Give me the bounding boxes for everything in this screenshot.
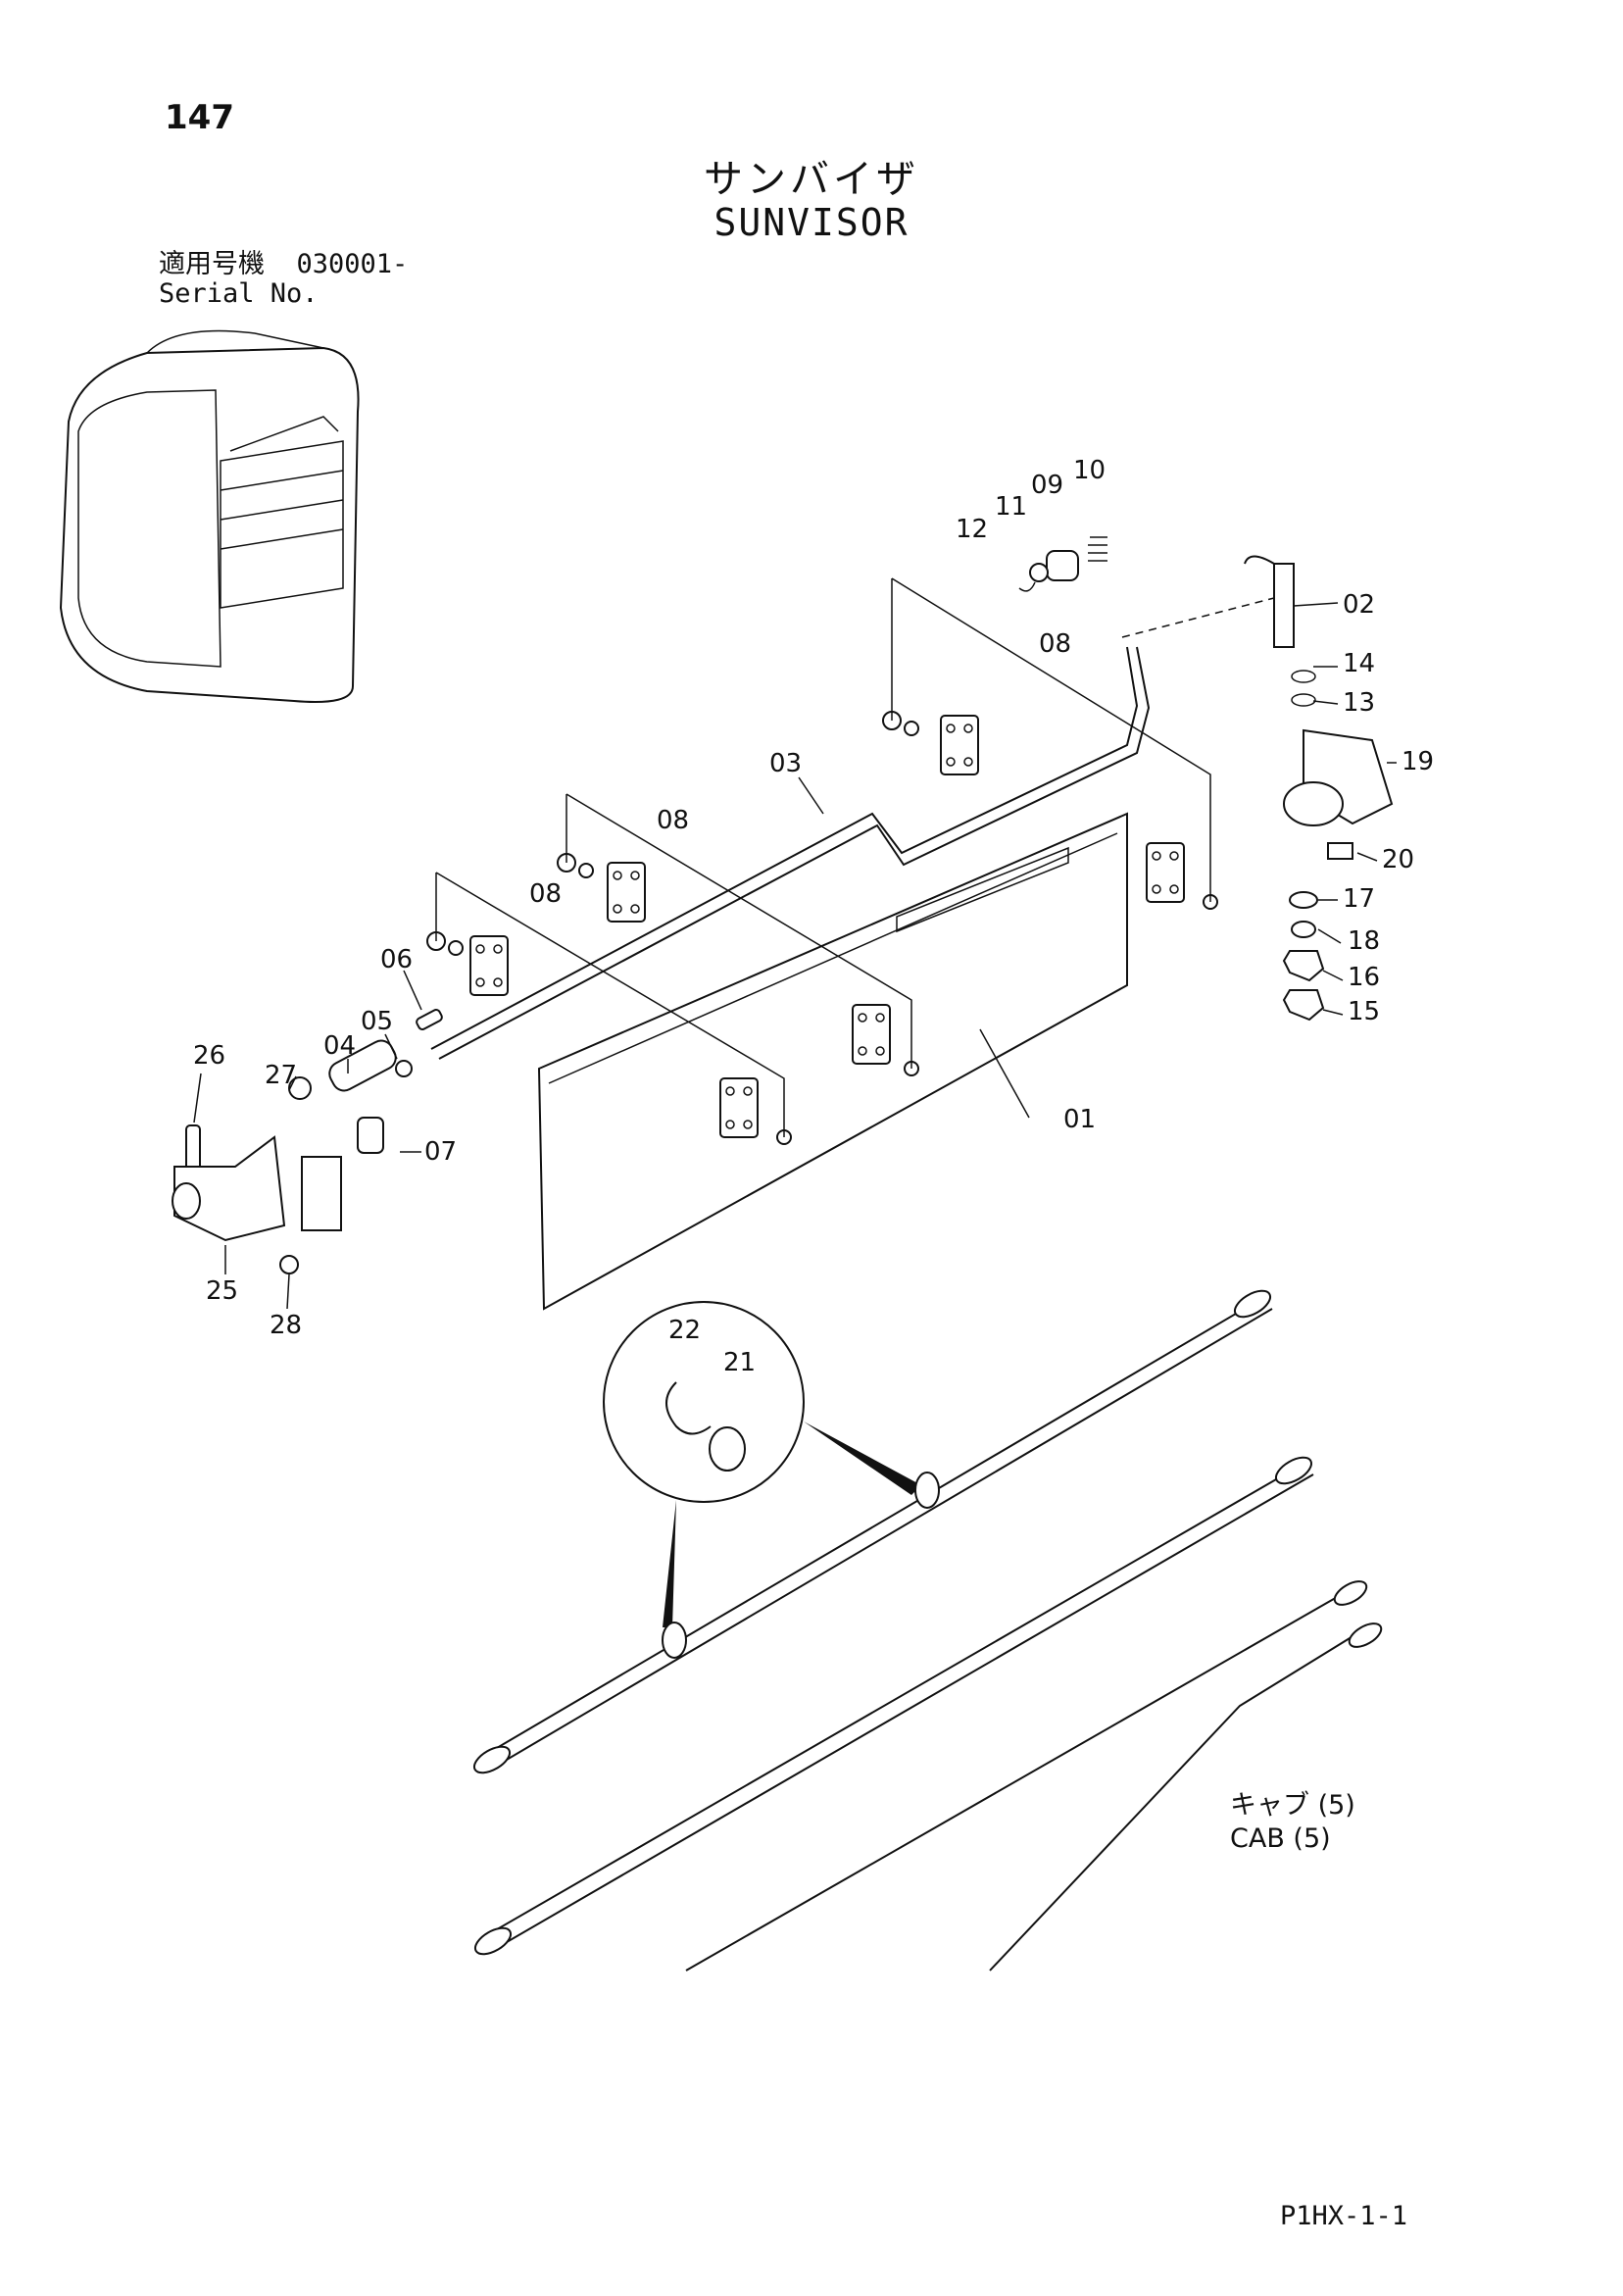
visor-panel <box>537 812 1128 1311</box>
callout-15: 15 <box>1348 997 1380 1026</box>
callout-04: 04 <box>323 1031 356 1061</box>
callout-13: 13 <box>1343 688 1375 718</box>
callout-01: 01 <box>1063 1105 1096 1134</box>
footer-code: P1HX-1-1 <box>1280 2201 1408 2231</box>
serial-label-en: Serial No. <box>159 278 319 309</box>
hinge-plate-e <box>852 1004 891 1065</box>
cab-thumbnail <box>59 329 360 703</box>
callout-leaders <box>193 602 1397 1310</box>
callout-28: 28 <box>270 1311 302 1340</box>
serial-range: 030001- <box>296 249 409 279</box>
callout-21: 21 <box>723 1348 756 1377</box>
callout-11: 11 <box>995 492 1027 522</box>
callout-25: 25 <box>206 1276 238 1306</box>
cab-reference-jp: キャブ (5) <box>1230 1790 1355 1821</box>
hinge-plate-b <box>607 862 646 923</box>
callout-12: 12 <box>956 515 988 544</box>
callout-26: 26 <box>193 1041 225 1071</box>
callout-17: 17 <box>1343 884 1375 914</box>
spring-parts <box>1018 536 1107 592</box>
hinge-plate-d <box>719 1077 759 1138</box>
callout-07: 07 <box>424 1137 457 1167</box>
callout-06: 06 <box>380 945 413 974</box>
callout-labels: 01 02 03 04 05 06 07 08 08 08 08 09 10 1… <box>193 456 1434 1377</box>
callout-08-c: 08 <box>529 879 562 909</box>
callout-18: 18 <box>1348 926 1380 956</box>
cab-reference-en: CAB (5) <box>1230 1823 1331 1854</box>
page-number: 147 <box>165 98 234 137</box>
callout-08-a: 08 <box>1039 629 1071 659</box>
left-mount-assembly <box>172 1009 443 1274</box>
serial-label-jp: 適用号機 <box>159 249 265 279</box>
callout-03: 03 <box>769 749 802 778</box>
small-fasteners <box>426 711 1218 1145</box>
callout-14: 14 <box>1343 649 1375 678</box>
callout-20: 20 <box>1382 845 1414 874</box>
bracket-assembly <box>1244 555 1394 1022</box>
clip-detail-circle <box>603 1301 921 1627</box>
cab-rails <box>472 1289 1383 1972</box>
callout-09: 09 <box>1031 471 1063 500</box>
assembly-guides <box>435 577 1275 1137</box>
hinge-plate-f <box>1146 842 1185 903</box>
visor-rod <box>430 646 1151 1060</box>
title-japanese: サンバイザ <box>704 157 919 202</box>
callout-19: 19 <box>1402 747 1434 776</box>
callout-02: 02 <box>1343 590 1375 620</box>
cab-reference: キャブ (5) CAB (5) <box>1230 1789 1355 1856</box>
serial-info: 適用号機 030001- Serial No. <box>159 250 408 309</box>
callout-27: 27 <box>265 1061 297 1090</box>
hinge-plate-c <box>940 715 979 775</box>
hinge-plate-a <box>469 935 509 996</box>
callout-10: 10 <box>1073 456 1106 485</box>
callout-22: 22 <box>668 1316 701 1345</box>
title-english: SUNVISOR <box>713 201 910 244</box>
rail-plate <box>896 846 1069 933</box>
callout-05: 05 <box>361 1007 393 1036</box>
callout-08-b: 08 <box>657 806 689 835</box>
callout-16: 16 <box>1348 963 1380 992</box>
